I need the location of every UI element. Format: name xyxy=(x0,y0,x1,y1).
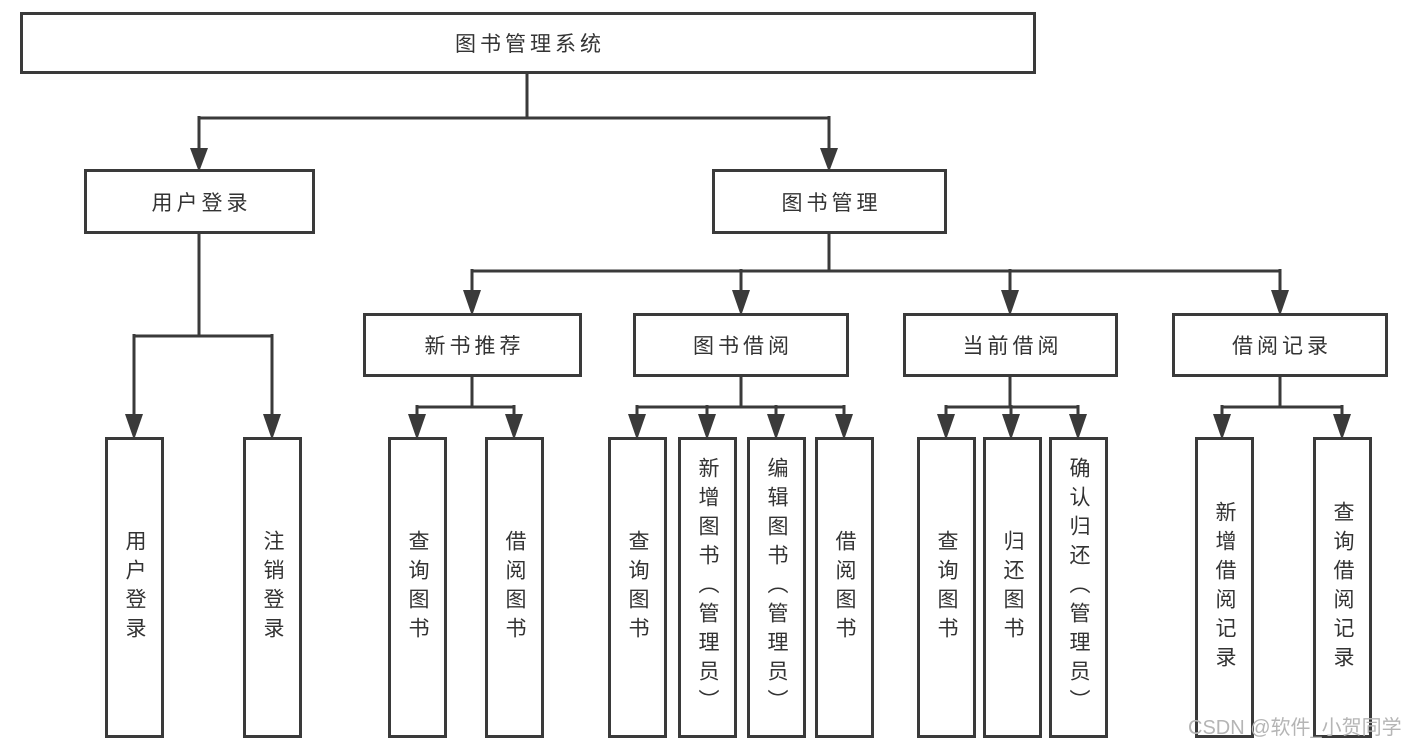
leaf-recommend-borrow-book: 借阅图书 xyxy=(485,437,544,738)
leaf-records-add-record: 新增借阅记录 xyxy=(1195,437,1254,738)
leaf-current-return-book: 归还图书 xyxy=(983,437,1042,738)
node-borrow-records: 借阅记录 xyxy=(1172,313,1388,377)
leaf-borrow-add-book-admin: 新增图书（管理员） xyxy=(678,437,737,738)
leaf-recommend-query-book-label: 查询图书 xyxy=(406,529,430,646)
node-book-borrow: 图书借阅 xyxy=(633,313,849,377)
leaf-borrow-query-book-label: 查询图书 xyxy=(626,529,650,646)
leaf-borrow-add-book-admin-label: 新增图书（管理员） xyxy=(696,457,720,718)
leaf-current-confirm-return-admin: 确认归还（管理员） xyxy=(1049,437,1108,738)
leaf-records-add-record-label: 新增借阅记录 xyxy=(1213,500,1237,675)
connector-current-borrow-branch xyxy=(944,377,1080,417)
leaf-borrow-borrow-book: 借阅图书 xyxy=(815,437,874,738)
node-user-login: 用户登录 xyxy=(84,169,315,234)
connector-new-book-recommend-branch xyxy=(415,377,516,417)
leaf-logout-label: 注销登录 xyxy=(261,529,285,646)
leaf-borrow-edit-book-admin: 编辑图书（管理员） xyxy=(747,437,806,738)
leaf-logout: 注销登录 xyxy=(243,437,302,738)
csdn-watermark: CSDN @软件_小贺同学 xyxy=(1188,717,1402,739)
leaf-user-login: 用户登录 xyxy=(105,437,164,738)
leaf-current-query-book-label: 查询图书 xyxy=(935,529,959,646)
leaf-current-confirm-return-admin-label: 确认归还（管理员） xyxy=(1067,457,1091,718)
leaf-recommend-query-book: 查询图书 xyxy=(388,437,447,738)
connector-book-borrow-branch xyxy=(635,377,846,417)
leaf-recommend-borrow-book-label: 借阅图书 xyxy=(503,529,527,646)
node-root-library-system: 图书管理系统 xyxy=(20,12,1036,74)
leaf-records-query-record-label: 查询借阅记录 xyxy=(1331,500,1355,675)
leaf-borrow-query-book: 查询图书 xyxy=(608,437,667,738)
leaf-current-query-book: 查询图书 xyxy=(917,437,976,738)
connector-root-to-level2 xyxy=(197,73,831,150)
leaf-current-return-book-label: 归还图书 xyxy=(1001,529,1025,646)
node-current-borrow: 当前借阅 xyxy=(903,313,1118,377)
leaf-user-login-label: 用户登录 xyxy=(123,529,147,646)
leaf-borrow-borrow-book-label: 借阅图书 xyxy=(833,529,857,646)
connector-book-management-branch xyxy=(470,233,1282,293)
connector-user-login-branch xyxy=(132,233,274,418)
connector-borrow-records-branch xyxy=(1220,377,1344,417)
node-new-book-recommend: 新书推荐 xyxy=(363,313,582,377)
leaf-records-query-record: 查询借阅记录 xyxy=(1313,437,1372,738)
node-book-management: 图书管理 xyxy=(712,169,947,234)
leaf-borrow-edit-book-admin-label: 编辑图书（管理员） xyxy=(765,457,789,718)
